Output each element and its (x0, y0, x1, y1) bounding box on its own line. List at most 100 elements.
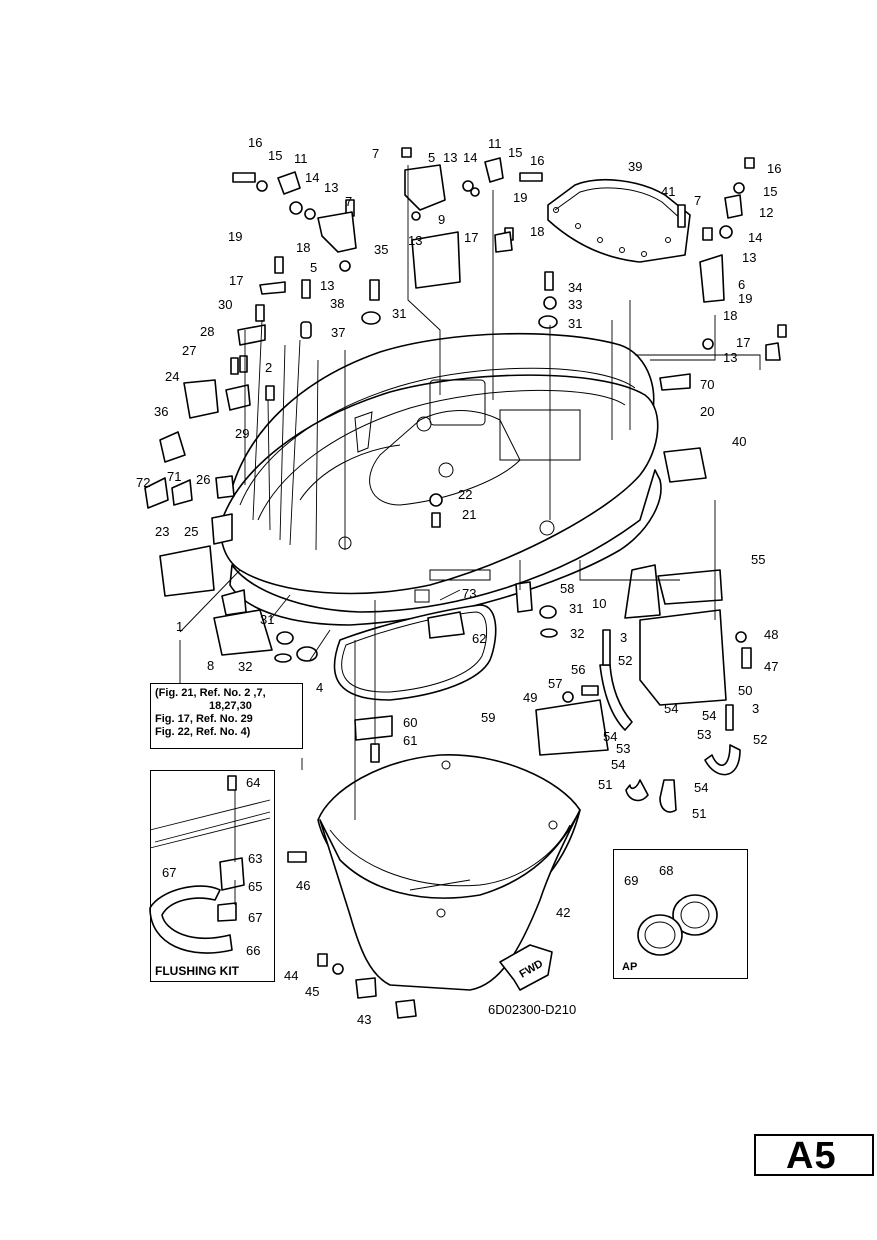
callout-label: 67 (162, 865, 176, 880)
callout-label: 54 (664, 701, 678, 716)
callout-label: 16 (767, 161, 781, 176)
callout-label: 25 (184, 524, 198, 539)
callout-label: 50 (738, 683, 752, 698)
callout-label: 16 (248, 135, 262, 150)
callout-label: 65 (248, 879, 262, 894)
callout-label: 59 (481, 710, 495, 725)
callout-label: 34 (568, 280, 582, 295)
callout-label: 32 (570, 626, 584, 641)
callout-label: 30 (218, 297, 232, 312)
callout-label: 71 (167, 469, 181, 484)
callout-label: 44 (284, 968, 298, 983)
callout-label: 14 (748, 230, 762, 245)
top-cover-plate (547, 179, 691, 263)
callout-label: 38 (330, 296, 344, 311)
callout-label: 19 (228, 229, 242, 244)
callout-label: 21 (462, 507, 476, 522)
callout-label: 22 (458, 487, 472, 502)
callout-label: 19 (738, 291, 752, 306)
reference-note: (Fig. 21, Ref. No. 2 ,7, 18,27,30 Fig. 1… (150, 683, 303, 749)
callout-label: 40 (732, 434, 746, 449)
callout-label: 54 (702, 708, 716, 723)
callout-label: 52 (753, 732, 767, 747)
callout-label: 15 (763, 184, 777, 199)
callout-label: 56 (571, 662, 585, 677)
flushing-kit-title: FLUSHING KIT (155, 964, 239, 978)
callout-label: 8 (207, 658, 214, 673)
callout-label: 24 (165, 369, 179, 384)
callout-label: 3 (752, 701, 759, 716)
callout-label: 41 (661, 184, 675, 199)
callout-label: 18 (530, 224, 544, 239)
callout-label: 18 (723, 308, 737, 323)
callout-label: 42 (556, 905, 570, 920)
callout-label: 16 (530, 153, 544, 168)
callout-label: 53 (697, 727, 711, 742)
callout-label: 62 (472, 631, 486, 646)
callout-label: 54 (694, 780, 708, 795)
callout-label: 51 (692, 806, 706, 821)
callout-label: 58 (560, 581, 574, 596)
ap-title: AP (622, 961, 638, 973)
callout-label: 31 (569, 601, 583, 616)
callout-label: 57 (548, 676, 562, 691)
callout-label: 70 (700, 377, 714, 392)
reference-note-line: 18,27,30 (209, 700, 252, 712)
callout-label: 10 (592, 596, 606, 611)
callout-label: 28 (200, 324, 214, 339)
callout-label: 55 (751, 552, 765, 567)
callout-label: 13 (408, 233, 422, 248)
callout-label: 5 (428, 150, 435, 165)
callout-label: 43 (357, 1012, 371, 1027)
bottom-cowling-body (220, 332, 662, 626)
callout-label: 27 (182, 343, 196, 358)
small-hardware: FWD (144, 147, 787, 1019)
callout-label: 31 (260, 612, 274, 627)
reference-note-line: (Fig. 21, Ref. No. 2 ,7, (155, 687, 266, 699)
callout-label: 17 (464, 230, 478, 245)
callout-label: 6 (738, 277, 745, 292)
callout-label: 13 (742, 250, 756, 265)
callout-label: 47 (764, 659, 778, 674)
callout-label: 13 (443, 150, 457, 165)
callout-label: 15 (508, 145, 522, 160)
part-number-callouts: 16 15 11 14 13 7 19 18 5 13 17 30 38 35 … (136, 135, 781, 1027)
callout-label: 69 (624, 873, 638, 888)
callout-label: 7 (694, 193, 701, 208)
callout-label: 35 (374, 242, 388, 257)
callout-label: 13 (723, 350, 737, 365)
callout-label: 66 (246, 943, 260, 958)
callout-label: 53 (616, 741, 630, 756)
reference-note-line: Fig. 22, Ref. No. 4) (155, 726, 251, 738)
leader-lines (149, 165, 761, 905)
callout-label: 9 (438, 212, 445, 227)
callout-label: 31 (392, 306, 406, 321)
callout-label: 29 (235, 426, 249, 441)
callout-label: 64 (246, 775, 260, 790)
callout-label: 11 (294, 151, 308, 166)
callout-label: 7 (345, 194, 352, 209)
callout-label: 60 (403, 715, 417, 730)
callout-label: 12 (759, 205, 773, 220)
callout-label: 32 (238, 659, 252, 674)
callout-label: 14 (463, 150, 477, 165)
callout-label: 37 (331, 325, 345, 340)
callout-label: 51 (598, 777, 612, 792)
callout-label: 36 (154, 404, 168, 419)
callout-label: 13 (320, 278, 334, 293)
callout-label: 61 (403, 733, 417, 748)
flushing-kit-panel: FLUSHING KIT (150, 770, 275, 982)
callout-label: 48 (764, 627, 778, 642)
callout-label: 72 (136, 475, 150, 490)
callout-label: 26 (196, 472, 210, 487)
callout-label: 17 (736, 335, 750, 350)
callout-label: 63 (248, 851, 262, 866)
callout-label: 33 (568, 297, 582, 312)
callout-label: 7 (372, 146, 379, 161)
drawing-code: 6D02300-D210 (488, 1002, 577, 1017)
callout-label: 13 (324, 180, 338, 195)
callout-label: 46 (296, 878, 310, 893)
callout-label: 11 (488, 136, 502, 151)
callout-label: 52 (618, 653, 632, 668)
callout-label: 19 (513, 190, 527, 205)
